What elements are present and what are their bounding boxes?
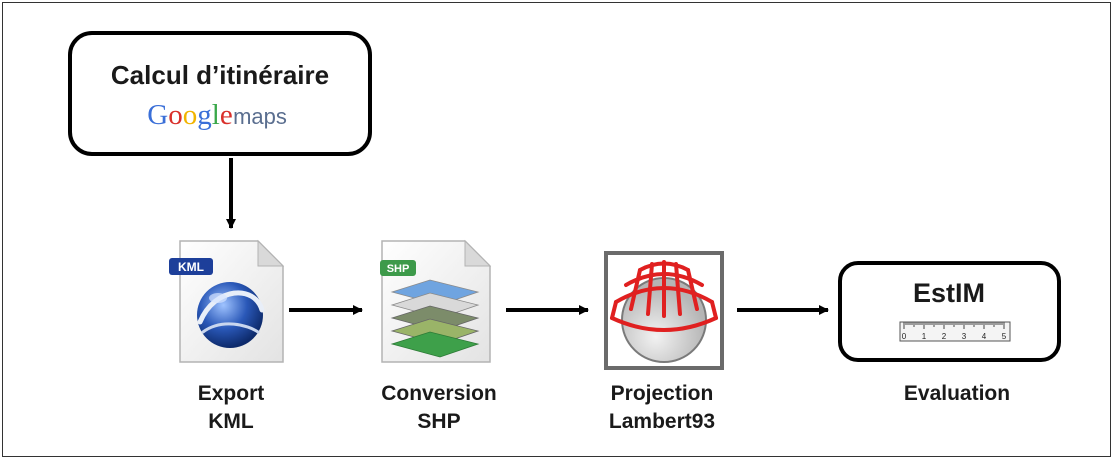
kml-badge: [169, 258, 213, 275]
estim-box: EstIM 0 1 2 3 4 5: [838, 261, 1061, 362]
shapefile-layers-icon: SHP: [380, 239, 492, 363]
maps-logo-word: maps: [233, 104, 287, 129]
step-projection-line1: Projection: [611, 382, 714, 405]
step-export-line2: KML: [208, 410, 254, 433]
ruler-tick-label: 2: [942, 332, 947, 341]
ruler-tick-label: 4: [982, 332, 987, 341]
google-logo-word: Google: [147, 99, 232, 131]
ruler-tick-label: 5: [1002, 332, 1007, 341]
ruler-tick-label: 1: [922, 332, 927, 341]
step-evaluation-label: Evaluation: [904, 382, 1010, 405]
step-export-line1: Export: [198, 382, 265, 405]
google-earth-icon: KML: [169, 239, 285, 363]
route-calculation-box: Calcul d’itinéraire Google maps: [68, 31, 372, 156]
ruler-tick-label: 0: [902, 332, 907, 341]
kml-badge-text: KML: [178, 260, 204, 274]
estim-title: EstIM: [913, 278, 985, 308]
ruler-tick-label: 3: [962, 332, 967, 341]
step-conversion-line1: Conversion: [381, 382, 497, 405]
ruler-icon: 0 1 2 3 4 5: [899, 321, 1011, 342]
step-conversion-line2: SHP: [417, 410, 460, 433]
google-maps-logo: Google maps: [147, 99, 287, 131]
map-projection-icon: [604, 251, 724, 370]
shp-badge-text: SHP: [387, 263, 410, 275]
step-projection-line2: Lambert93: [609, 410, 715, 433]
route-box-title: Calcul d’itinéraire: [111, 60, 329, 90]
shp-badge: [380, 260, 416, 276]
